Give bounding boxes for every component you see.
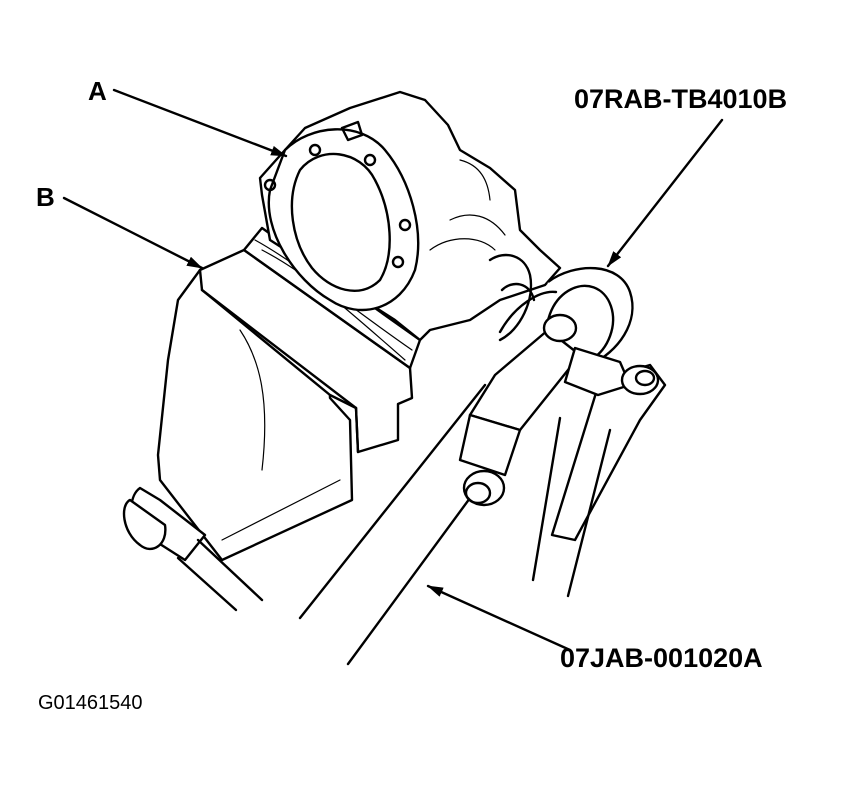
bench-vise bbox=[122, 248, 414, 612]
label-part-b: B bbox=[36, 182, 55, 212]
leader-arrow-tool-lower bbox=[426, 584, 572, 652]
label-part-a: A bbox=[88, 76, 107, 106]
holder-handle bbox=[298, 313, 667, 666]
label-tool-upper: 07RAB-TB4010B bbox=[574, 84, 788, 114]
transfer-housing bbox=[258, 90, 562, 342]
label-tool-lower: 07JAB-001020A bbox=[560, 643, 763, 673]
leader-arrow-a bbox=[112, 88, 288, 158]
figure-code: G01461540 bbox=[38, 692, 143, 714]
leader-arrow-b bbox=[62, 196, 204, 270]
leader-arrow-tool-upper bbox=[606, 118, 724, 268]
